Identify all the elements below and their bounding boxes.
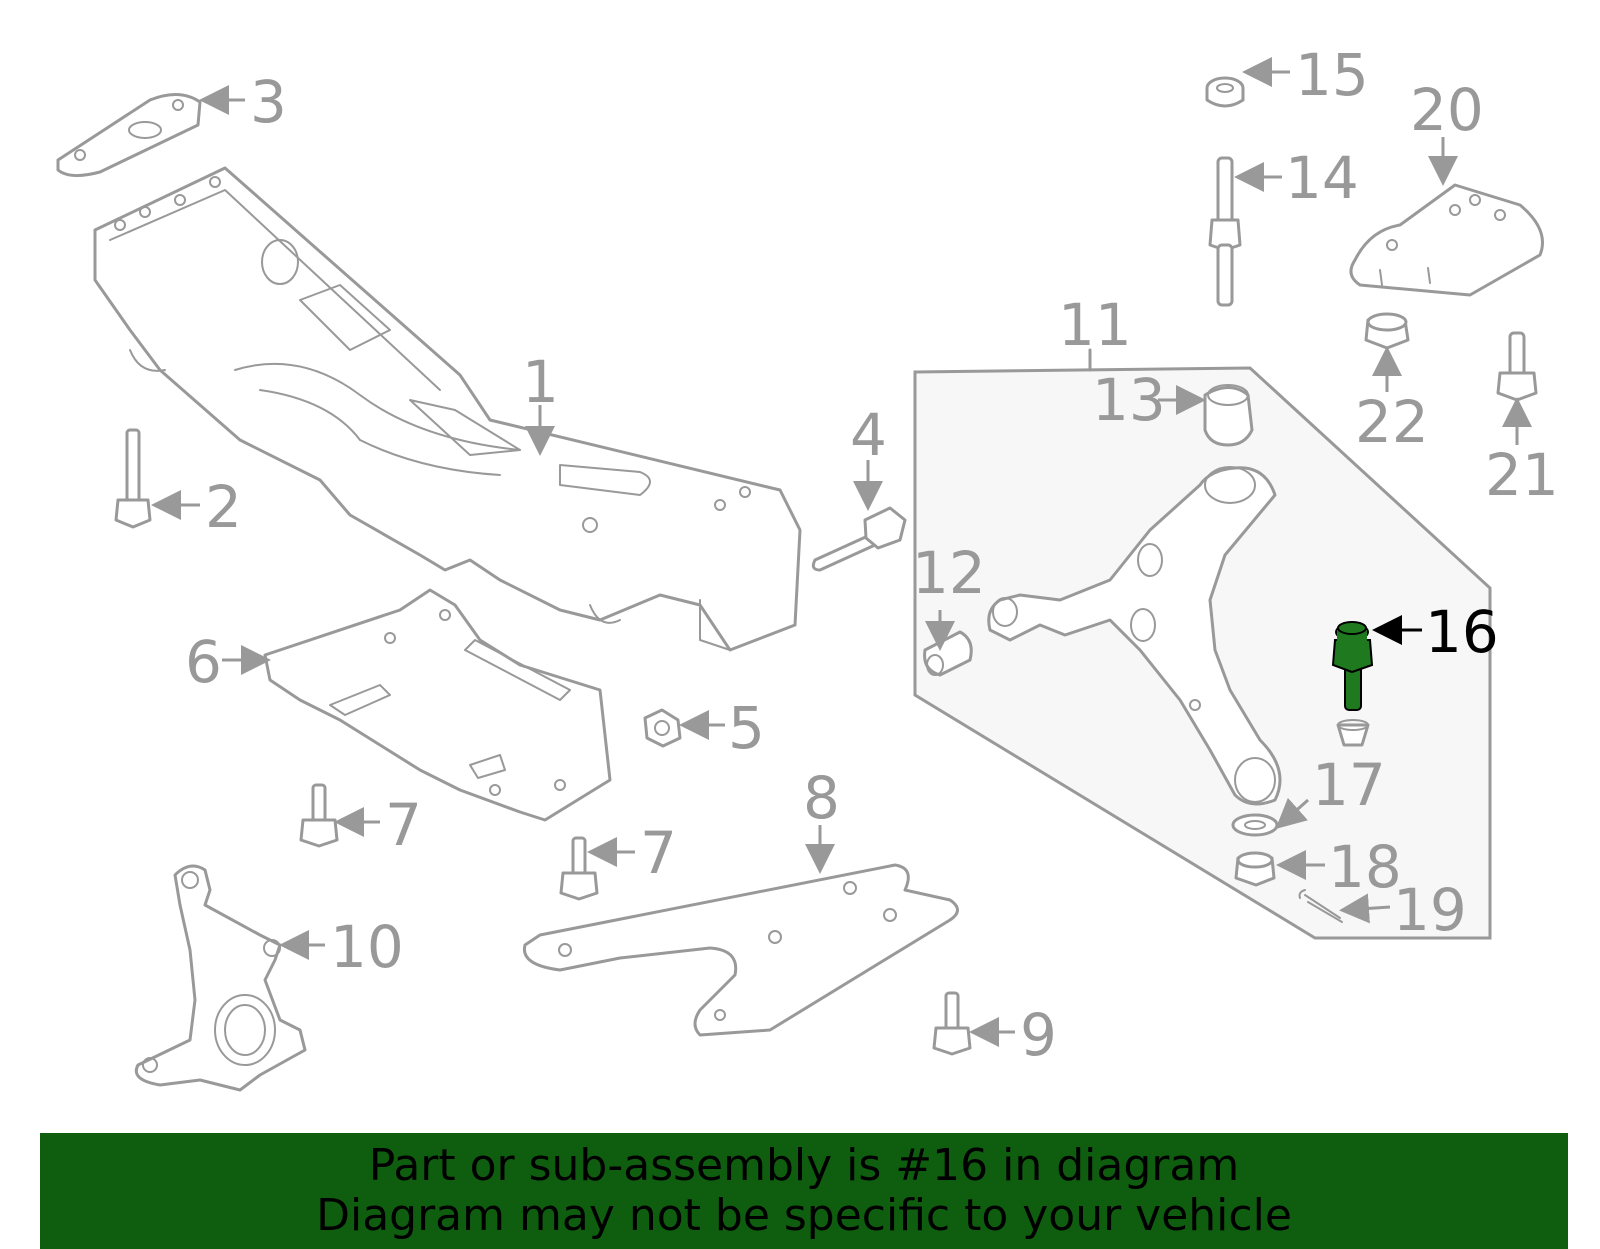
part-16-ball-joint	[1331, 621, 1374, 711]
part-8-brace	[522, 863, 959, 1037]
callout-16: 16	[1425, 598, 1499, 666]
callout-7a: 7	[385, 791, 422, 859]
part-18-nut	[1234, 851, 1276, 887]
callout-4: 4	[850, 401, 887, 469]
part-2-bolt	[114, 428, 152, 529]
callout-10: 10	[330, 913, 404, 981]
part-7a-bolt	[299, 783, 339, 848]
callout-11: 11	[1058, 291, 1132, 359]
part-19-cotter-pin	[1298, 889, 1343, 923]
callout-6: 6	[185, 628, 222, 696]
part-7b-bolt	[559, 836, 599, 901]
callout-17: 17	[1312, 751, 1386, 819]
part-11-control-arm	[987, 466, 1282, 806]
part-4-bolt	[811, 506, 907, 572]
part-14-stud	[1208, 156, 1242, 307]
callout-arrows	[151, 57, 1532, 1047]
callout-21: 21	[1485, 441, 1559, 509]
part-21-bolt	[1496, 331, 1538, 402]
part-3-mount-plate	[56, 93, 202, 177]
part-6-under-cover	[263, 588, 612, 822]
callout-15: 15	[1295, 41, 1369, 109]
part-10-knuckle	[134, 864, 307, 1092]
callout-12: 12	[912, 539, 986, 607]
callout-8: 8	[803, 764, 840, 832]
info-banner: Part or sub-assembly is #16 in diagram D…	[40, 1133, 1568, 1249]
callout-7b: 7	[640, 819, 677, 887]
part-17-washer	[1231, 813, 1279, 837]
callout-19: 19	[1393, 876, 1467, 944]
part-1-subframe	[93, 166, 802, 652]
part-13-bushing	[1203, 384, 1254, 447]
part-22-nut	[1364, 312, 1410, 350]
part-20-bracket	[1349, 183, 1544, 297]
part-16-boot	[1336, 719, 1370, 747]
part-5-nut	[643, 708, 682, 748]
callout-22: 22	[1355, 388, 1429, 456]
callout-20: 20	[1410, 76, 1484, 144]
callout-1: 1	[522, 348, 559, 416]
callout-13: 13	[1092, 366, 1166, 434]
banner-line-2: Diagram may not be specific to your vehi…	[316, 1190, 1292, 1241]
callout-9: 9	[1020, 1001, 1057, 1069]
part-9-bolt	[932, 991, 972, 1056]
banner-line-1: Part or sub-assembly is #16 in diagram	[368, 1140, 1240, 1191]
callout-5: 5	[728, 694, 765, 762]
callout-2: 2	[205, 473, 242, 541]
callout-14: 14	[1285, 144, 1359, 212]
part-15-washer	[1205, 76, 1245, 108]
part-12-bushing	[923, 630, 973, 677]
callout-3: 3	[250, 68, 287, 136]
callout-18: 18	[1328, 833, 1402, 901]
